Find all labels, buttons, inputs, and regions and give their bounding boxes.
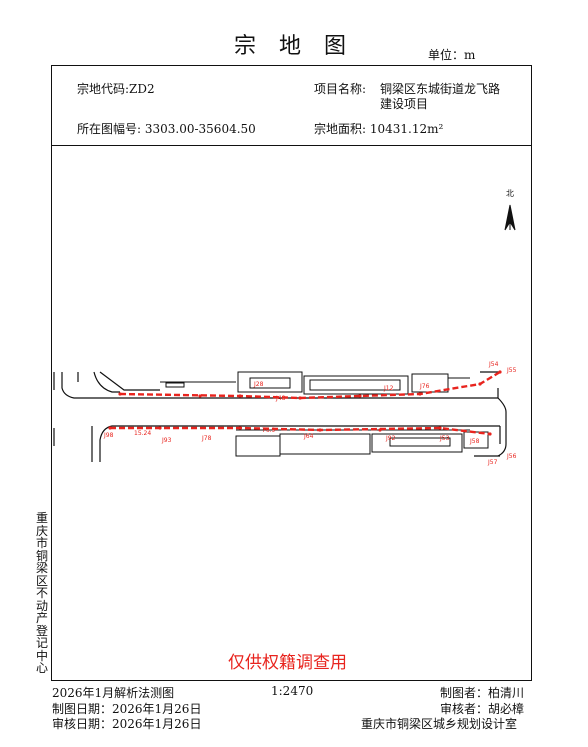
draw-date: 制图日期：2026年1月26日 — [52, 702, 202, 716]
label-j64: J64 — [303, 433, 314, 440]
project-name-label: 项目名称: — [314, 82, 367, 96]
label-j53: J53 — [439, 435, 450, 442]
label-j48: J48 — [275, 395, 286, 402]
design-organization: 重庆市铜梁区城乡规划设计室 — [361, 717, 518, 731]
label-j98: J98 — [103, 432, 114, 439]
reviewer: 审核者：胡必樟 — [440, 702, 525, 716]
buildings-north — [160, 371, 470, 395]
label-dist-15-24: 15.24 — [134, 430, 151, 437]
label-j55: J55 — [506, 367, 517, 374]
document-title: 宗 地 图 — [234, 34, 354, 59]
label-dist-76-9: 76.9 — [262, 427, 276, 434]
parcel-boundary — [110, 370, 501, 436]
review-date: 审核日期：2026年1月26日 — [52, 717, 202, 731]
map-frame — [51, 65, 532, 681]
registry-center-vertical-text: 重庆市铜梁区不动产登记中心 — [35, 511, 48, 675]
unit-label: 单位：m — [428, 48, 476, 62]
label-j92: J92 — [385, 435, 396, 442]
watermark-stamp: 仅供权籍调查用 — [228, 653, 347, 673]
header-divider — [51, 145, 532, 146]
label-j58: J58 — [469, 438, 480, 445]
label-j54: J54 — [488, 361, 499, 368]
parcel-area: 宗地面积: 10431.12m² — [314, 122, 444, 136]
project-name-line1: 铜梁区东城街道龙飞路 — [380, 82, 501, 96]
label-j93: J93 — [161, 437, 172, 444]
scale: 1:2470 — [271, 684, 314, 698]
north-label: 北 — [506, 189, 514, 198]
parcel-code: 宗地代码:ZD2 — [77, 82, 155, 96]
road-outline — [53, 371, 507, 462]
point-labels: J54 J55 J56 J57 J58 J93 J78 J28 J98 J64 … — [103, 361, 517, 466]
label-j12: J12 — [383, 385, 394, 392]
label-j76: J76 — [419, 383, 430, 390]
label-j78: J78 — [201, 435, 212, 442]
north-arrow-icon — [504, 204, 516, 231]
survey-method: 2026年1月解析法测图 — [52, 686, 175, 700]
map-sheet-number: 所在图幅号: 3303.00-35604.50 — [77, 122, 256, 136]
boundary-points — [108, 370, 502, 436]
drawer: 制图者：柏清川 — [440, 686, 525, 700]
label-j28: J28 — [253, 381, 264, 388]
label-j56: J56 — [506, 453, 517, 460]
project-name-line2: 建设项目 — [380, 97, 429, 111]
label-j57: J57 — [487, 459, 498, 466]
